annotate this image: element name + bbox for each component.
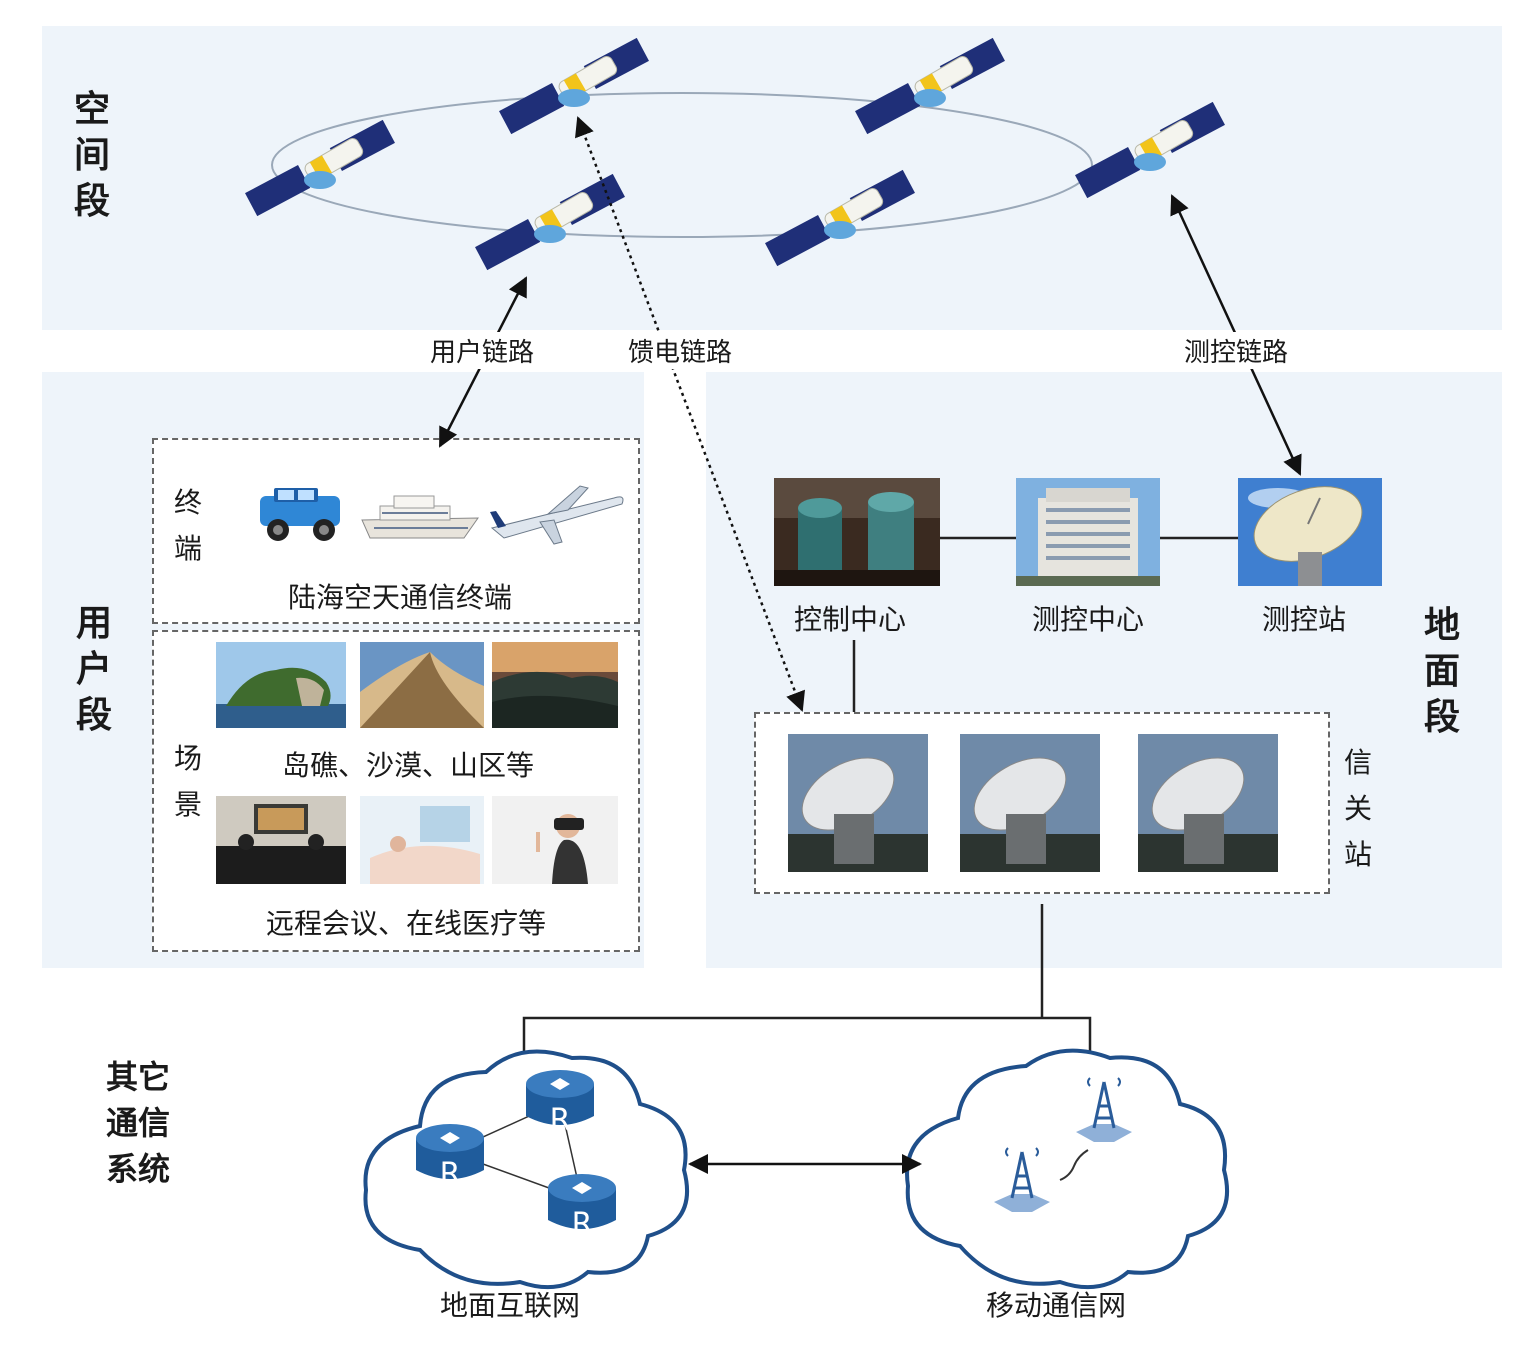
telemedicine-image bbox=[360, 796, 484, 884]
terminal-label: 终端 bbox=[173, 486, 202, 565]
control-center-label: 控制中心 bbox=[794, 603, 907, 636]
router-icon bbox=[548, 1174, 616, 1229]
scenario-caption-2: 远程会议、在线医疗等 bbox=[266, 907, 547, 940]
router-label: R bbox=[572, 1207, 593, 1242]
satellite-icon bbox=[498, 37, 650, 135]
scenario-caption-1: 岛礁、沙漠、山区等 bbox=[282, 749, 535, 782]
cruise-ship-image bbox=[360, 488, 480, 542]
router-icon bbox=[416, 1124, 484, 1179]
scenario-label: 场景 bbox=[173, 742, 202, 821]
feeder-link-label: 馈电链路 bbox=[624, 332, 737, 369]
terminal-caption: 陆海空天通信终端 bbox=[288, 581, 513, 614]
cell-tower-icon bbox=[994, 1147, 1050, 1212]
wireless-link bbox=[1059, 1149, 1089, 1181]
mobile-cloud bbox=[905, 1048, 1230, 1290]
ttc-center-image bbox=[1016, 478, 1160, 586]
user-segment-label: 用户段 bbox=[75, 602, 112, 736]
ttc-station-label: 测控站 bbox=[1262, 603, 1347, 636]
gateway-antenna-image-1 bbox=[788, 734, 928, 872]
satellite-icon bbox=[474, 173, 626, 271]
conference-image bbox=[216, 796, 346, 884]
router-label: R bbox=[440, 1157, 461, 1192]
router-icon bbox=[526, 1070, 594, 1125]
ttc-center-label: 测控中心 bbox=[1032, 603, 1145, 636]
internet-cloud bbox=[363, 1049, 690, 1290]
connector-line bbox=[522, 1016, 1092, 1060]
vr-image bbox=[492, 796, 618, 884]
router-label: R bbox=[550, 1103, 571, 1138]
other-systems-label: 其它通信系统 bbox=[105, 1058, 170, 1188]
ground-segment-label: 地面段 bbox=[1423, 604, 1460, 738]
satellite-icon bbox=[244, 119, 396, 217]
orbit-ellipse bbox=[271, 92, 1093, 238]
user-link-label: 用户链路 bbox=[426, 332, 539, 369]
desert-image bbox=[360, 642, 484, 728]
cell-tower-icon bbox=[1076, 1077, 1132, 1142]
gateway-label: 信关站 bbox=[1343, 746, 1372, 871]
gateway-antenna-image-3 bbox=[1138, 734, 1278, 872]
space-segment-label: 空间段 bbox=[73, 88, 110, 222]
feeder-link-arrow bbox=[575, 116, 805, 712]
island-image bbox=[216, 642, 346, 728]
internet-label: 地面互联网 bbox=[440, 1289, 581, 1322]
gateway-antenna-image-2 bbox=[960, 734, 1100, 872]
jeep-image bbox=[254, 484, 346, 546]
ttc-link-label: 测控链路 bbox=[1180, 332, 1293, 369]
mobile-network-label: 移动通信网 bbox=[986, 1289, 1127, 1322]
satellite-icon bbox=[764, 169, 916, 267]
satellite-icon bbox=[854, 37, 1006, 135]
ttc-station-image bbox=[1238, 478, 1382, 586]
satellite-icon bbox=[1074, 101, 1226, 199]
